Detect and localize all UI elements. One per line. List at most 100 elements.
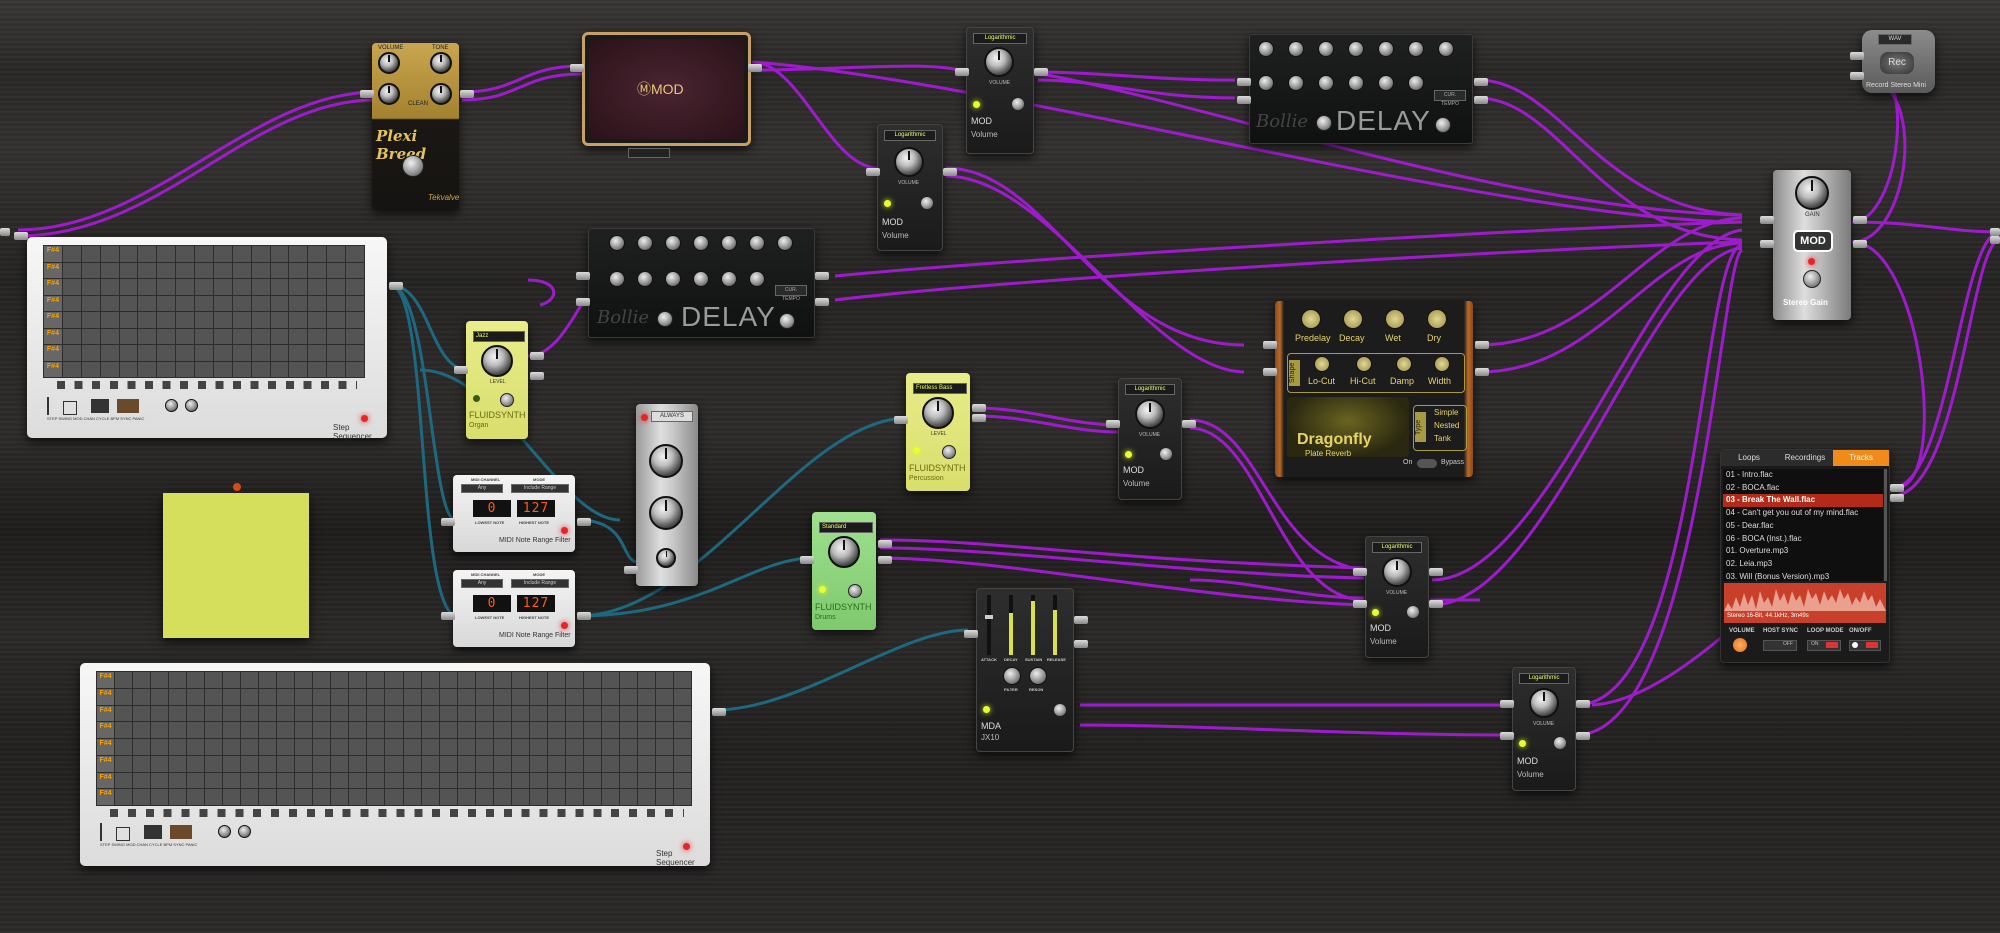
- step-cell[interactable]: [195, 295, 213, 311]
- step-cell[interactable]: [270, 262, 289, 278]
- step-cell[interactable]: [331, 722, 349, 738]
- step-cell[interactable]: [115, 739, 133, 755]
- midi-in-jack[interactable]: [894, 416, 908, 424]
- curve-display[interactable]: Logarithmic: [1125, 384, 1175, 395]
- midi-out-jack[interactable]: [712, 708, 726, 716]
- mda-jx10-synth[interactable]: ATTACK DECAY SUSTAIN RELEASE FILTER RESO…: [976, 588, 1074, 752]
- step-cell[interactable]: [251, 345, 270, 361]
- step-cell[interactable]: [346, 246, 364, 262]
- step-cell[interactable]: [62, 328, 81, 344]
- step-cell[interactable]: [138, 361, 157, 377]
- step-cell[interactable]: [439, 739, 457, 755]
- tap-footswitch[interactable]: [1316, 115, 1332, 131]
- step-cell[interactable]: [583, 772, 601, 789]
- step-cell[interactable]: [439, 755, 457, 772]
- step-cell[interactable]: [367, 772, 385, 789]
- step-cell[interactable]: [619, 772, 637, 789]
- step-cell[interactable]: [133, 755, 151, 772]
- row-note-label[interactable]: F#4: [44, 262, 62, 278]
- output-jack[interactable]: [1474, 96, 1488, 104]
- step-cell[interactable]: [421, 739, 439, 755]
- system-playback-jack[interactable]: [1990, 236, 2000, 244]
- step-cell[interactable]: [421, 672, 439, 688]
- attack-slider[interactable]: [985, 595, 993, 655]
- step-cell[interactable]: [213, 312, 232, 328]
- step-cell[interactable]: [655, 755, 673, 772]
- hpf-on-knob[interactable]: [1348, 75, 1364, 91]
- step-cell[interactable]: [138, 295, 157, 311]
- tab-recordings[interactable]: Recordings: [1777, 450, 1833, 466]
- step-cell[interactable]: [169, 739, 187, 755]
- step-cell[interactable]: [241, 688, 259, 705]
- track-item[interactable]: 02 - BOCA.flac: [1726, 482, 1780, 492]
- step-cell[interactable]: [367, 755, 385, 772]
- low-q-knob[interactable]: [749, 271, 765, 287]
- step-cell[interactable]: [367, 672, 385, 688]
- step-cell[interactable]: [475, 722, 493, 738]
- footswitch[interactable]: [402, 155, 424, 177]
- step-cell[interactable]: [100, 246, 119, 262]
- step-cell[interactable]: [138, 345, 157, 361]
- input-jack[interactable]: [360, 90, 374, 98]
- step-cell[interactable]: [529, 722, 547, 738]
- step-cell[interactable]: [583, 688, 601, 705]
- step-cell[interactable]: [457, 705, 475, 722]
- step-cell[interactable]: [493, 739, 511, 755]
- step-cell[interactable]: [673, 772, 691, 789]
- row-note-label[interactable]: F#4: [44, 328, 62, 344]
- step-cell[interactable]: [403, 772, 421, 789]
- step-cell[interactable]: [62, 361, 81, 377]
- step-cell[interactable]: [277, 755, 295, 772]
- step-cell[interactable]: [403, 789, 421, 805]
- step-cell[interactable]: [151, 672, 169, 688]
- step-cell[interactable]: [511, 672, 529, 688]
- step-cell[interactable]: [241, 772, 259, 789]
- step-cell[interactable]: [547, 705, 565, 722]
- track-item[interactable]: 01. Overture.mp3: [1726, 546, 1789, 556]
- output-jack[interactable]: [972, 414, 986, 422]
- step-cell[interactable]: [583, 722, 601, 738]
- step-cell[interactable]: [403, 739, 421, 755]
- step-cell[interactable]: [151, 722, 169, 738]
- audio-file-player[interactable]: Loops Recordings Tracks 01 - Intro.flac …: [1720, 449, 1890, 663]
- step-cell[interactable]: [213, 361, 232, 377]
- bass-knob[interactable]: [430, 83, 452, 105]
- output-jack[interactable]: [1034, 68, 1048, 76]
- lpf-knob[interactable]: [1288, 75, 1304, 91]
- filter-knob[interactable]: [1003, 667, 1021, 685]
- preset-select[interactable]: Standard: [819, 522, 873, 533]
- step-cell[interactable]: [251, 279, 270, 295]
- step-cell[interactable]: [493, 688, 511, 705]
- step-cell[interactable]: [289, 295, 308, 311]
- track-item[interactable]: 06 - BOCA (Inst.).flac: [1726, 533, 1802, 543]
- track-item[interactable]: 04 - Can't get you out of my mind.flac: [1726, 508, 1859, 518]
- input-jack[interactable]: [1237, 78, 1251, 86]
- step-cell[interactable]: [277, 789, 295, 805]
- step-cell[interactable]: [655, 688, 673, 705]
- step-cell[interactable]: [601, 755, 619, 772]
- footswitch[interactable]: [1159, 447, 1173, 461]
- step-cell[interactable]: [565, 722, 583, 738]
- output-jack[interactable]: [460, 90, 474, 98]
- step-cell[interactable]: [457, 722, 475, 738]
- step-cell[interactable]: [619, 672, 637, 688]
- step-cell[interactable]: [583, 705, 601, 722]
- output-jack[interactable]: [748, 64, 762, 72]
- input-jack[interactable]: [1500, 732, 1514, 740]
- step-cell[interactable]: [565, 705, 583, 722]
- step-cell[interactable]: [62, 262, 81, 278]
- track-list[interactable]: 01 - Intro.flac 02 - BOCA.flac 03 - Brea…: [1723, 469, 1883, 581]
- step-cell[interactable]: [81, 312, 100, 328]
- step-cell[interactable]: [157, 262, 176, 278]
- step-cell[interactable]: [133, 772, 151, 789]
- user-tempo-knob[interactable]: [1288, 41, 1304, 57]
- step-cell[interactable]: [308, 262, 327, 278]
- step-cell[interactable]: [62, 312, 81, 328]
- mod-volume-pedal-4[interactable]: Logarithmic VOLUME MOD Volume: [1365, 536, 1429, 658]
- step-cell[interactable]: [349, 755, 367, 772]
- step-cell[interactable]: [385, 672, 403, 688]
- step-cell[interactable]: [457, 672, 475, 688]
- step-cell[interactable]: [289, 345, 308, 361]
- step-cell[interactable]: [331, 789, 349, 805]
- step-cell[interactable]: [259, 688, 277, 705]
